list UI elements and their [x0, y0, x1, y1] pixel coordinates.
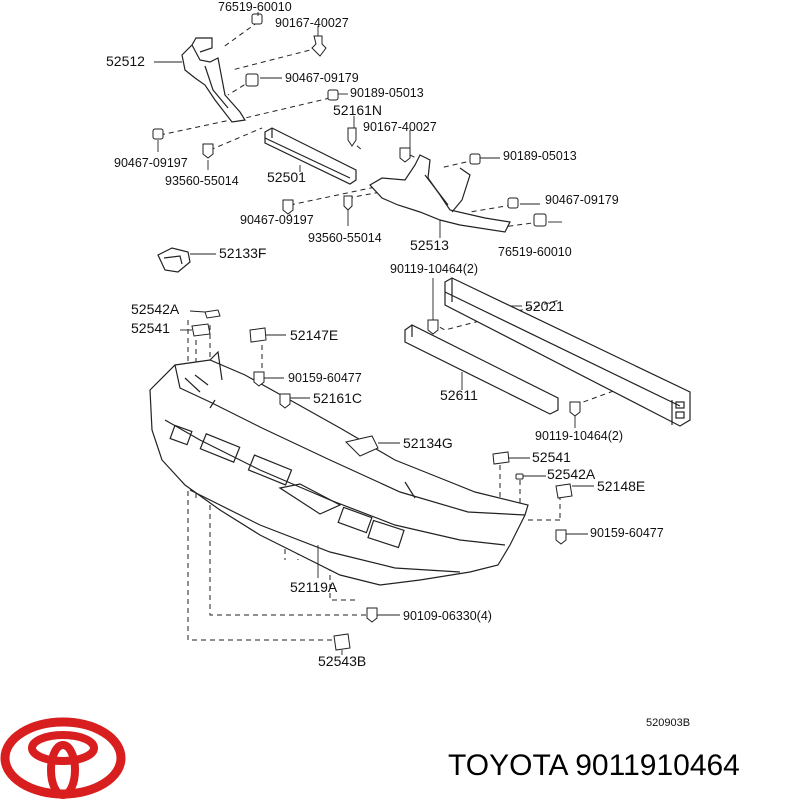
- label-52543b: 52543B: [318, 653, 366, 669]
- cover-52133f: [157, 247, 191, 273]
- label-52513: 52513: [410, 237, 449, 253]
- label-52119a: 52119A: [290, 579, 338, 595]
- label-90119-10464-bottom: 90119-10464(2): [535, 429, 623, 443]
- label-90159-60477-right: 90159-60477: [590, 526, 664, 540]
- label-90467-09179-top: 90467-09179: [285, 71, 359, 85]
- toyota-logo-icon: [0, 717, 126, 799]
- label-52147e: 52147E: [290, 327, 338, 343]
- bracket-52513: [369, 154, 511, 233]
- label-52148e: 52148E: [597, 478, 645, 494]
- label-52161n: 52161N: [333, 102, 382, 118]
- label-90167-40027-top: 90167-40027: [275, 16, 349, 30]
- label-52542a-right: 52542A: [547, 466, 596, 482]
- part-labels: 76519-60010 90167-40027 52512 90467-0917…: [106, 0, 690, 729]
- label-52512: 52512: [106, 53, 145, 69]
- reinforcement-52501: [264, 127, 357, 185]
- label-90467-09197-left: 90467-09197: [114, 156, 188, 170]
- label-52541-left: 52541: [131, 320, 170, 336]
- label-90467-09197-mid: 90467-09197: [240, 213, 314, 227]
- label-90189-05013-right: 90189-05013: [503, 149, 577, 163]
- label-90167-40027-mid: 90167-40027: [363, 120, 437, 134]
- label-93560-55014-left: 93560-55014: [165, 174, 239, 188]
- label-52541-right: 52541: [532, 449, 571, 465]
- label-52542a-left: 52542A: [131, 301, 180, 317]
- label-52134g: 52134G: [403, 435, 453, 451]
- label-76519-60010-top: 76519-60010: [218, 0, 292, 14]
- label-93560-55014-mid: 93560-55014: [308, 231, 382, 245]
- leader-lines: [154, 12, 594, 655]
- label-diagram-id: 520903B: [646, 717, 690, 729]
- fasteners: [152, 13, 581, 651]
- label-90159-60477-left: 90159-60477: [288, 371, 362, 385]
- label-52021: 52021: [525, 298, 564, 314]
- bracket-52512: [181, 37, 246, 123]
- label-52133f: 52133F: [219, 245, 266, 261]
- label-52611: 52611: [440, 387, 478, 403]
- bumper-cover-52119a: [149, 350, 529, 586]
- label-90467-09179-right: 90467-09179: [545, 193, 619, 207]
- label-90119-10464-top: 90119-10464(2): [390, 262, 478, 276]
- label-52161c: 52161C: [313, 390, 362, 406]
- reinforcement-52021: [444, 277, 691, 427]
- absorber-52611: [404, 324, 559, 415]
- label-52501: 52501: [267, 169, 306, 185]
- brand-part-number: TOYOTA 9011910464: [448, 749, 740, 782]
- label-90109-06330: 90109-06330(4): [403, 609, 492, 623]
- label-76519-60010-right: 76519-60010: [498, 245, 572, 259]
- label-90189-05013-top: 90189-05013: [350, 86, 424, 100]
